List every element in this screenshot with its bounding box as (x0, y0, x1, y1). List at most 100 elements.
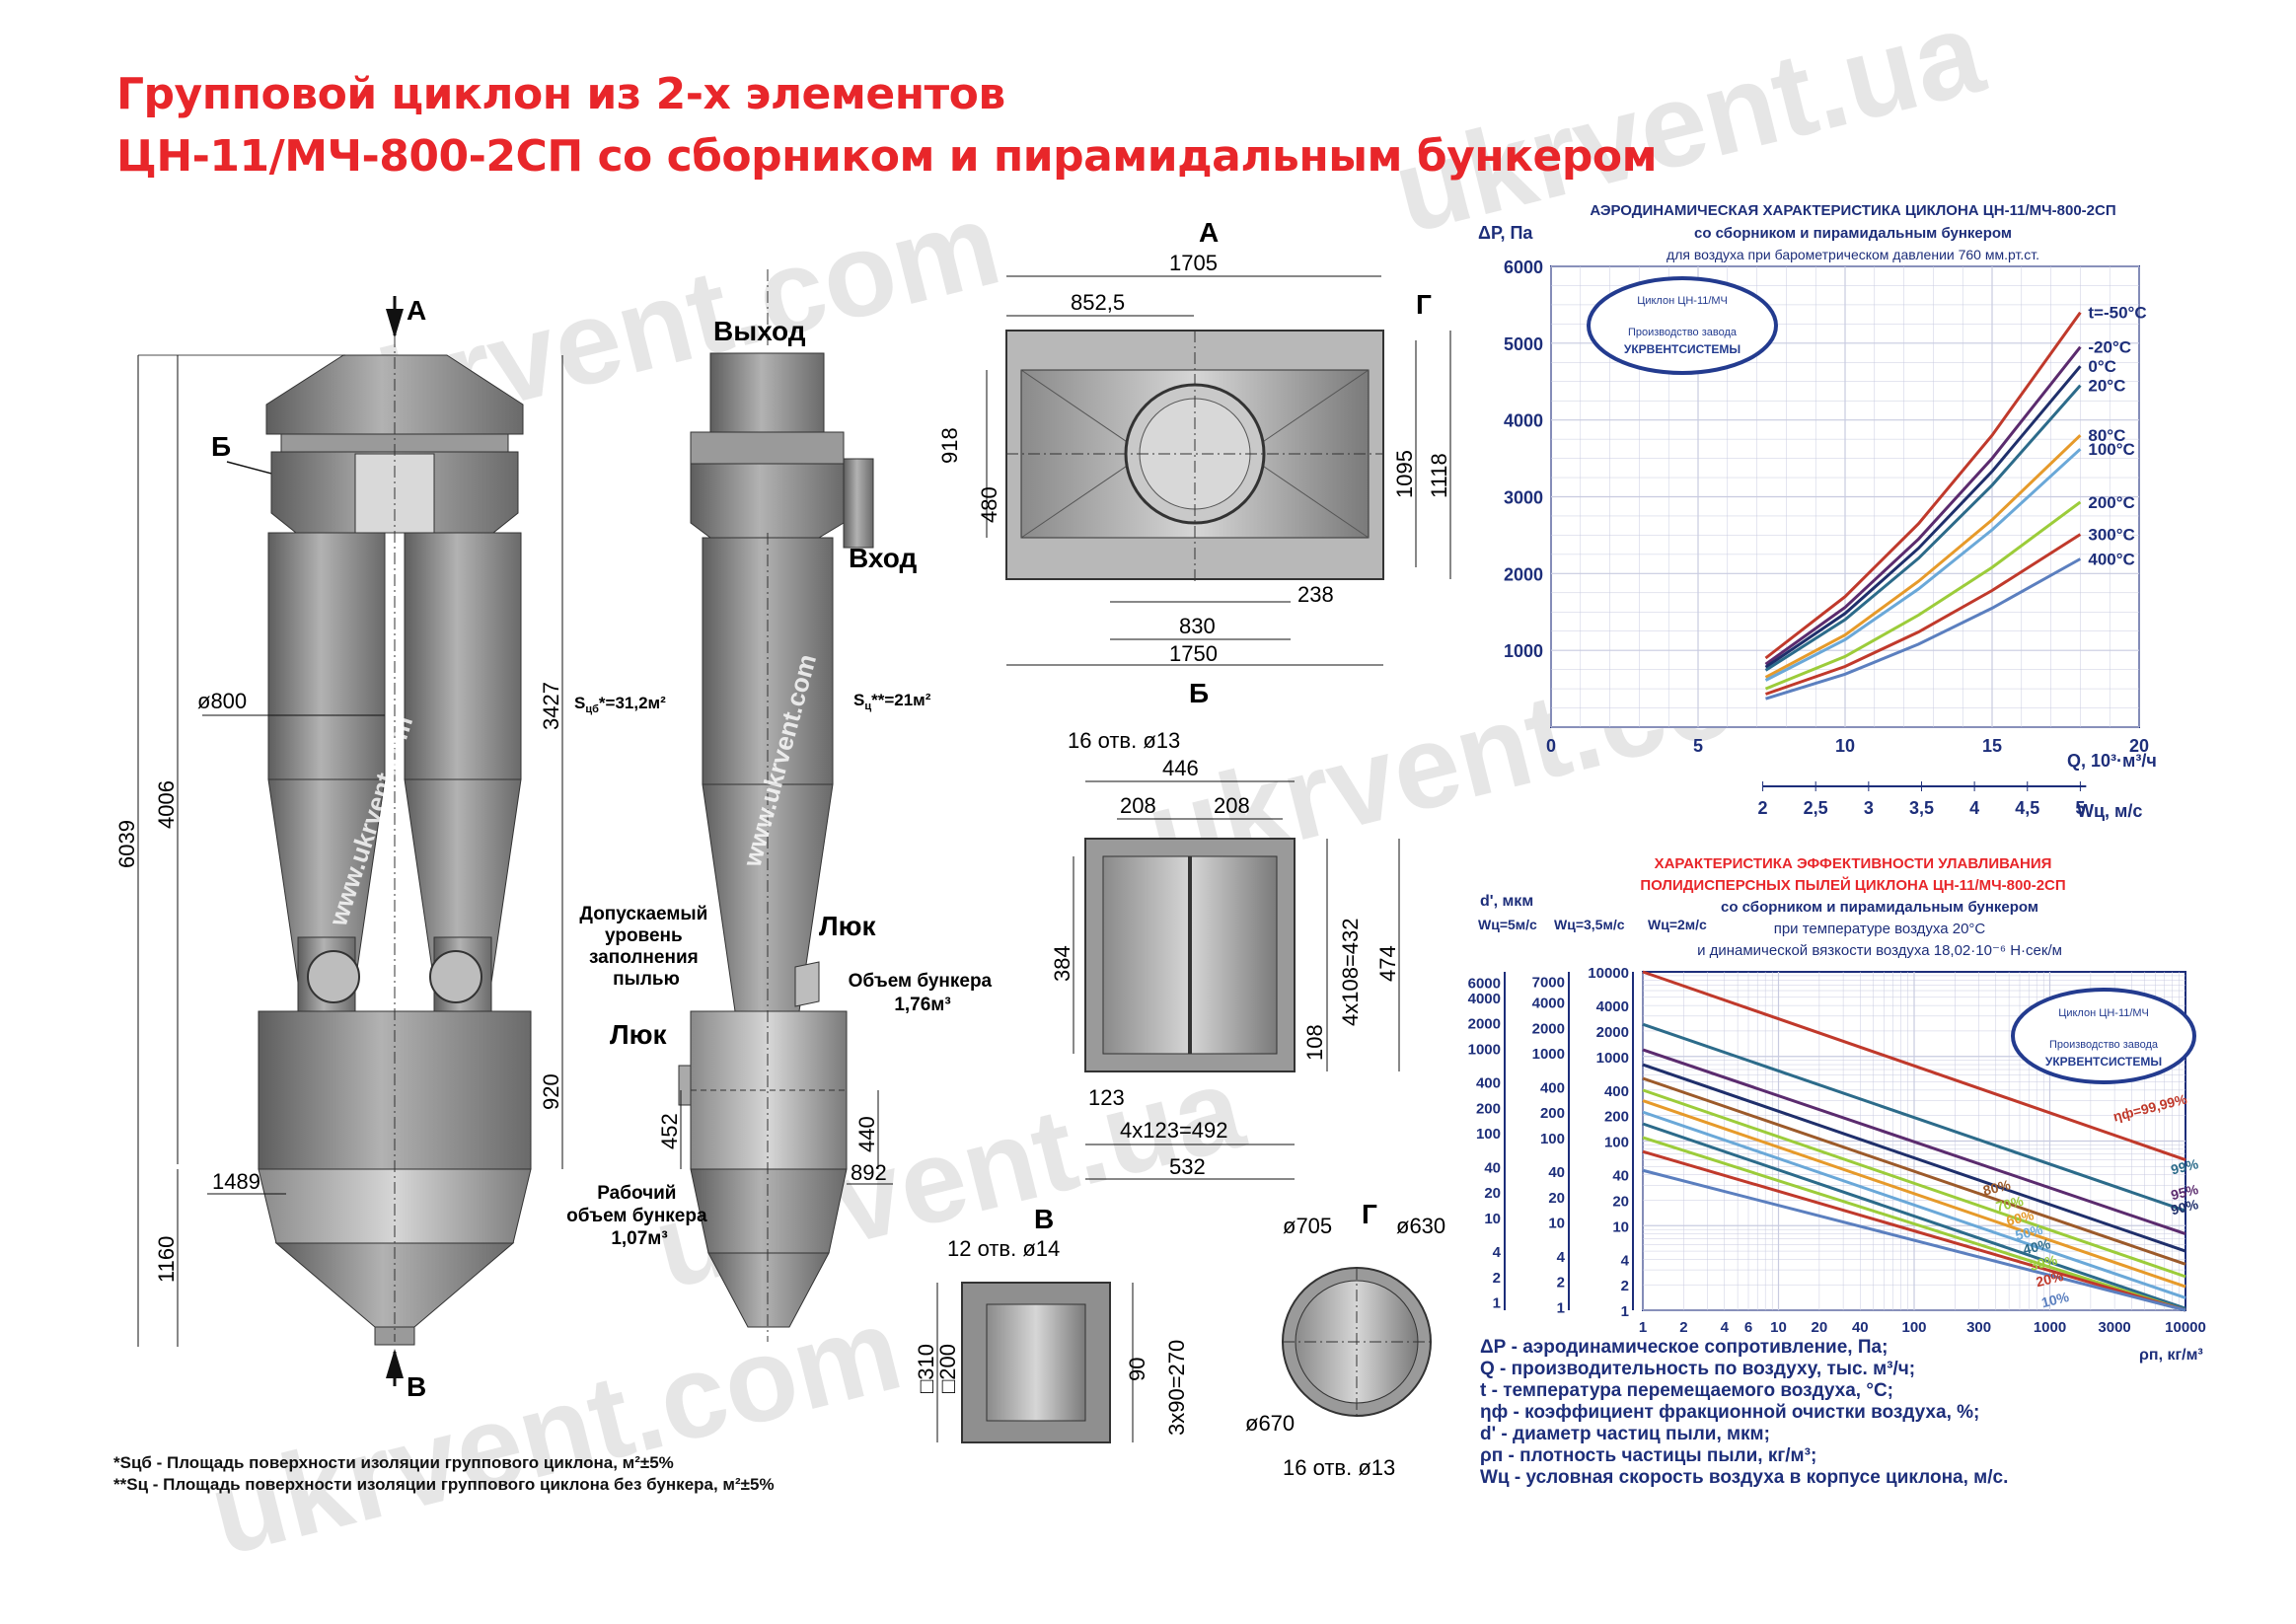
dim-1118: 1118 (1427, 453, 1451, 498)
eff-ytick: 4 (1621, 1252, 1630, 1269)
eff-ytick: 4 (1557, 1249, 1566, 1266)
logo-2-top: Циклон ЦН-11/МЧ (2058, 1007, 2149, 1019)
eff-chart-title: ХАРАКТЕРИСТИКА ЭФФЕКТИВНОСТИ УЛАВЛИВАНИЯ (1655, 855, 2052, 872)
aero-series-line (1764, 434, 2082, 679)
aero-series-label: 400°С (2088, 551, 2134, 569)
aero-series-line (1764, 500, 2082, 691)
footnote-2: **Sц - Площадь поверхности изоляции груп… (113, 1475, 775, 1494)
eff-series-label: 10% (2039, 1289, 2071, 1310)
footnote-1: *Sцб - Площадь поверхности изоляции груп… (113, 1453, 674, 1472)
eff-chart-ylabel-1: Wц=5м/с (1478, 917, 1537, 932)
title-line-2: ЦН-11/МЧ-800-2СП со сборником и пирамида… (116, 131, 1658, 182)
eff-series-line (1642, 1048, 2186, 1235)
aero-chart-subtitle: со сборником и пирамидальным бункером (1694, 225, 2012, 242)
eff-series-line (1642, 1099, 2186, 1289)
eff-ytick: 1 (1557, 1299, 1565, 1316)
legend-item: ΔР - аэродинамическое сопротивление, Па; (1480, 1337, 1889, 1358)
aero-series-label: 0°С (2088, 357, 2116, 376)
eff-chart-subtitle-2: со сборником и пирамидальным бункером (1721, 899, 2038, 916)
eff-ytick: 20 (1548, 1190, 1565, 1207)
logo-2: Циклон ЦН-11/МЧ Производство завода УКРВ… (2011, 988, 2196, 1084)
aero-ytick: 2000 (1504, 564, 1543, 584)
eff-series-line (1642, 1122, 2186, 1310)
legend-item: ηф - коэффициент фракционной очистки воз… (1480, 1402, 1980, 1423)
logo-1-mid: Производство завода (1628, 327, 1738, 338)
aero-series-line (1764, 448, 2082, 682)
eff-ytick: 4000 (1596, 998, 1629, 1015)
aero-x2tick: 3,5 (1909, 798, 1934, 818)
aero-ytick: 3000 (1504, 488, 1543, 508)
aero-chart-xlabel: Q, 10³·м³/ч (2067, 751, 2157, 771)
eff-chart-ylabel-3: Wц=2м/с (1648, 917, 1707, 932)
eff-ytick: 100 (1476, 1126, 1501, 1143)
eff-series-line (1642, 1110, 2186, 1299)
dim-310: □310 (914, 1344, 938, 1393)
dim-474: 474 (1375, 945, 1400, 982)
eff-ytick: 40 (1612, 1168, 1629, 1185)
side-view: Выход Вход Sц**=21м² Допускаемый уровень… (566, 269, 998, 1342)
efficiency-chart: ХАРАКТЕРИСТИКА ЭФФЕКТИВНОСТИ УЛАВЛИВАНИЯ… (1468, 855, 2206, 1364)
dim-1095: 1095 (1392, 450, 1417, 498)
eff-xtick: 6 (1744, 1319, 1752, 1336)
dim-3427: 3427 (539, 682, 563, 730)
dim-90: 90 (1125, 1358, 1149, 1381)
eff-ytick: 10 (1612, 1218, 1629, 1235)
eff-series-label: 20% (2035, 1268, 2066, 1290)
view-g: Г ø705 ø630 ø670 16 отв. ø13 (1245, 1199, 1445, 1480)
eff-ytick: 1000 (1468, 1041, 1501, 1058)
dim-705: ø705 (1283, 1214, 1332, 1238)
eff-series-line (1642, 1022, 2186, 1213)
eff-ytick: 4000 (1532, 996, 1565, 1012)
eff-ytick: 2 (1557, 1275, 1565, 1292)
front-view: А Б В (114, 295, 666, 1402)
eff-series-line (1642, 1149, 2186, 1312)
view-a: А 1705 852,5 Г 918 480 1095 1118 238 (937, 217, 1451, 666)
dim-108: 108 (1302, 1024, 1327, 1061)
dim-384: 384 (1050, 945, 1074, 982)
front-label-v: В (407, 1371, 426, 1402)
eff-ytick: 1000 (1596, 1050, 1629, 1067)
aero-xtick: 10 (1835, 736, 1855, 756)
eff-chart-subtitle-4: и динамической вязкости воздуха 18,02·10… (1697, 942, 2062, 959)
aero-series-label: 100°С (2088, 440, 2134, 459)
dim-452: 452 (657, 1113, 682, 1149)
eff-ytick: 100 (1604, 1135, 1629, 1151)
eff-xtick: 2 (1679, 1319, 1687, 1336)
dim-6039: 6039 (114, 820, 139, 868)
dim-208-a: 208 (1120, 793, 1156, 818)
legend-item: d' - диаметр частиц пыли, мкм; (1480, 1424, 1770, 1444)
aero-series-label: 80°С (2088, 426, 2125, 445)
eff-ytick: 400 (1604, 1083, 1629, 1100)
eff-ytick: 40 (1484, 1159, 1501, 1176)
permissible-level-label: Допускаемый уровень заполнения пылью (579, 904, 712, 990)
eff-series-line (1642, 1136, 2186, 1312)
view-a-label-g: Г (1416, 289, 1432, 320)
eff-ytick: 1000 (1532, 1046, 1565, 1063)
hatch-label-2: Люк (610, 1019, 668, 1050)
dim-852-5: 852,5 (1071, 290, 1125, 315)
eff-chart-subtitle: ПОЛИДИСПЕРСНЫХ ПЫЛЕЙ ЦИКЛОНА ЦН-11/МЧ-80… (1640, 876, 2065, 894)
aero-chart-subtitle-2: для воздуха при барометрическом давлении… (1666, 247, 2039, 262)
dim-1705: 1705 (1169, 251, 1218, 275)
dim-830: 830 (1179, 614, 1216, 638)
eff-xtick: 1000 (2034, 1319, 2066, 1336)
dim-123: 123 (1088, 1085, 1125, 1110)
eff-xtick: 100 (1901, 1319, 1926, 1336)
aero-ytick: 1000 (1504, 641, 1543, 661)
dim-892: 892 (851, 1160, 887, 1185)
view-v-label: В (1034, 1204, 1054, 1234)
eff-series-label: 40% (2022, 1235, 2053, 1257)
bunker-volume-label: Объем бункера 1,76м³ (849, 971, 998, 1015)
dim-630: ø630 (1396, 1214, 1445, 1238)
dim-670: ø670 (1245, 1411, 1295, 1436)
eff-xtick: 300 (1966, 1319, 1991, 1336)
dim-480: 480 (977, 486, 1001, 523)
legend-item: ρп - плотность частицы пыли, кг/м³; (1480, 1445, 1817, 1466)
aero-chart-xlabel-2: Wц, м/с (2077, 801, 2142, 821)
eff-series-line (1642, 1088, 2186, 1279)
aero-xtick: 0 (1546, 736, 1556, 756)
dim-446: 446 (1162, 756, 1199, 780)
aero-series-label: t=-50°С (2088, 304, 2146, 323)
aero-x2tick: 5 (2075, 798, 2085, 818)
eff-series-line (1642, 1063, 2186, 1253)
